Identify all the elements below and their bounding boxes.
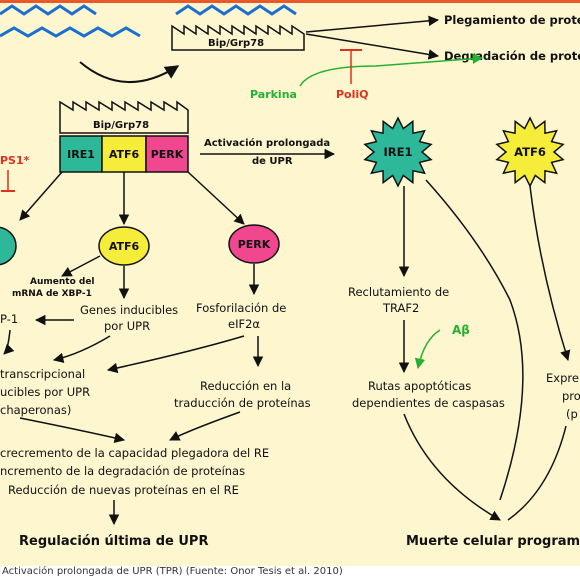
abeta-arrow	[414, 329, 441, 370]
parkina-label: Parkina	[250, 88, 297, 101]
node-ire1-partial	[0, 226, 17, 266]
aumento-line2: mRNA de XBP-1	[12, 289, 92, 299]
recl-line2: TRAF2	[382, 301, 419, 315]
bip-label-top: Bip/Grp78	[208, 38, 264, 49]
reduc-to-list	[169, 411, 241, 441]
rutas-to-final	[403, 413, 501, 521]
node-atf6	[98, 226, 150, 266]
xbp-to-transc	[3, 329, 15, 355]
ire1-arrow	[19, 171, 63, 221]
transc-to-list	[19, 417, 126, 444]
ps1-label: PS1*	[0, 154, 30, 167]
node-perk-label: PERK	[238, 238, 271, 251]
abeta-label: Aβ	[452, 323, 470, 337]
perk-arrow	[187, 171, 245, 225]
rutas-line1: Rutas apoptóticas	[368, 379, 471, 393]
node-perk	[228, 224, 280, 264]
node-atf6-label: ATF6	[109, 240, 140, 253]
top-accent-bar	[0, 0, 580, 3]
genes-line1: Genes inducibles	[80, 303, 178, 317]
bip-label-receptor: Bip/Grp78	[93, 120, 149, 131]
bip-chaperone-top	[171, 24, 305, 51]
activ-line1: Activación prolongada	[204, 137, 330, 149]
fosf-to-transc	[106, 335, 245, 374]
transc-line2: ucibles por UPR	[0, 385, 90, 399]
output-folding: Plegamiento de prote	[444, 13, 580, 27]
ire1-starburst	[363, 116, 433, 188]
recl-line1: Reclutamiento de	[348, 285, 449, 299]
sensor-label-atf6: ATF6	[109, 148, 140, 161]
atf6-to-expr	[529, 185, 571, 362]
fosf-line1: Fosforilación de	[196, 301, 286, 315]
degradation-arrow	[305, 33, 440, 60]
fosf-line2: eIF2α	[228, 317, 260, 331]
sensor-box-ire1	[59, 135, 103, 173]
unfolded-protein-3	[175, 4, 297, 16]
expr-line3: (p	[566, 407, 578, 421]
activ-line2: de UPR	[252, 156, 293, 167]
genes-to-transc	[52, 335, 111, 363]
caption-text: Activación prolongada de UPR (TPR) (Fuen…	[2, 566, 343, 577]
unfolded-protein-1	[0, 4, 97, 16]
final-left: Regulación última de UPR	[19, 534, 208, 549]
expr-to-final	[507, 425, 567, 521]
output-degradation: Degradación de prote	[444, 49, 580, 63]
expr-line1: Expre	[546, 371, 579, 385]
genes-line2: por UPR	[104, 319, 150, 333]
ire1-star-label: IRE1	[384, 145, 413, 159]
xbp-label: P-1	[0, 312, 18, 326]
sensor-label-perk: PERK	[151, 148, 184, 161]
poliq-label: PoliQ	[336, 88, 369, 101]
ire1-curve-to-final	[425, 179, 524, 501]
unfolded-protein-2	[0, 26, 141, 38]
final-right: Muerte celular program	[406, 534, 580, 549]
reduc-line2: traducción de proteínas	[174, 396, 311, 410]
list-line1: crecremento de la capacidad plegadora de…	[0, 446, 269, 460]
rutas-line2: dependientes de caspasas	[352, 396, 505, 410]
atf6-to-aumento	[61, 255, 101, 277]
reduc-line1: Reducción en la	[200, 379, 291, 393]
transc-line1: transcripcional	[0, 367, 85, 381]
list-line2: ncremento de la degradación de proteínas	[0, 464, 245, 478]
figure-caption: Activación prolongada de UPR (TPR) (Fuen…	[0, 566, 580, 580]
folding-arrow	[305, 15, 440, 33]
aumento-line1: Aumento del	[30, 277, 95, 287]
list-line3: Reducción de nuevas proteínas en el RE	[8, 483, 239, 497]
atf6-star-label: ATF6	[514, 145, 546, 159]
sensor-box-perk	[145, 135, 189, 173]
expr-line2: pro	[562, 389, 580, 403]
transc-line3: chaperonas)	[0, 403, 71, 417]
bip-chaperone-receptor	[59, 100, 189, 134]
sensor-label-ire1: IRE1	[67, 148, 95, 161]
parkina-arrow	[299, 53, 484, 87]
binding-arrow	[79, 61, 180, 84]
